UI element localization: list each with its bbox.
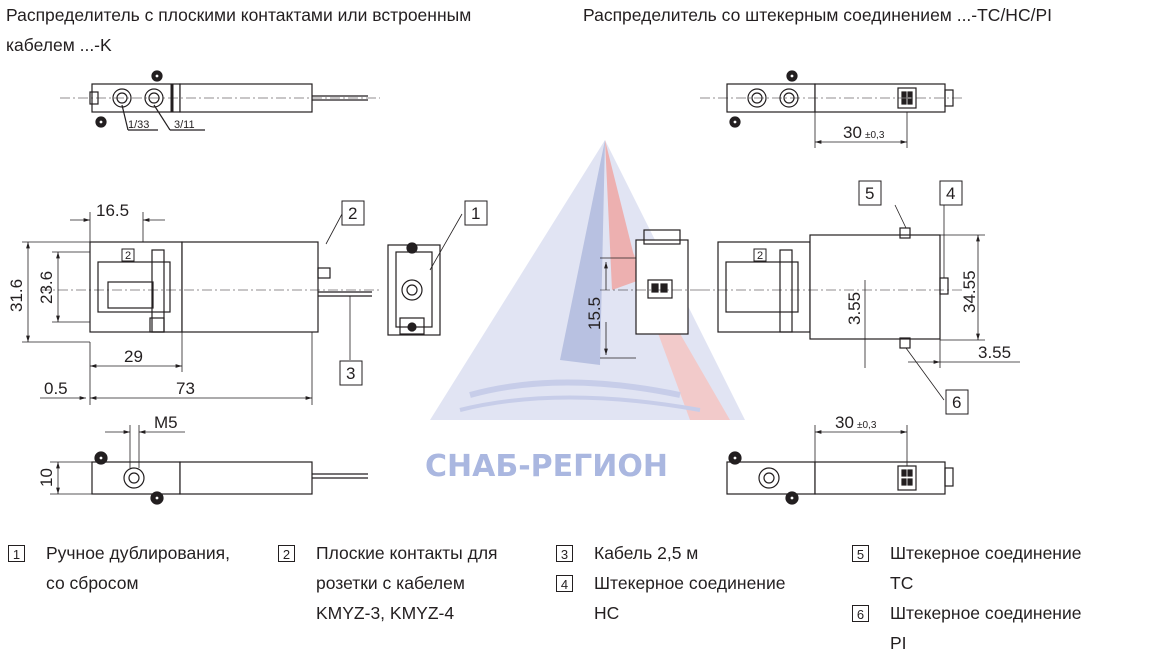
dim-31-6: 31.6 — [7, 279, 26, 312]
dim-15-5: 15.5 — [585, 297, 604, 330]
legend-item-6: 6 Штекерное соединение PI — [852, 598, 1081, 658]
legend-col-3: 3 Кабель 2,5 м 4 Штекерное соединение HC — [556, 538, 785, 628]
heading-left-line1: Распределитель с плоскими контактами или… — [6, 5, 472, 25]
watermark-logo — [430, 140, 745, 420]
legend-item-3: 3 Кабель 2,5 м — [556, 538, 785, 568]
legend-item-1-line2: со сбросом — [46, 573, 139, 593]
callout-4: 4 — [946, 184, 955, 203]
legend-item-4-line2: HC — [594, 603, 620, 623]
callout-2-small-right: 2 — [757, 250, 763, 262]
dim-10: 10 — [37, 468, 56, 487]
legend-item-5: 5 Штекерное соединение TC — [852, 538, 1081, 598]
callout-2-small-left: 2 — [125, 250, 131, 262]
valve-view-front-right — [600, 229, 700, 359]
dim-30-bottom-tolerance: ±0,3 — [857, 420, 877, 431]
watermark-text: СНАБ-РЕГИОН — [425, 449, 668, 484]
legend-number-3: 3 — [556, 545, 573, 562]
dim-34-55: 34.55 — [960, 270, 979, 313]
legend-number-6: 6 — [852, 605, 869, 622]
legend-item-4: 4 Штекерное соединение HC — [556, 568, 785, 628]
dim-29: 29 — [124, 347, 143, 366]
legend-col-2: 2 Плоские контакты для розетки с кабелем… — [278, 538, 498, 628]
heading-left-line2: кабелем ...-K — [6, 35, 112, 55]
dim-3-55-vertical: 3.55 — [845, 292, 864, 325]
dim-0-5: 0.5 — [44, 379, 68, 398]
callout-6: 6 — [952, 393, 961, 412]
valve-view-top-left — [60, 70, 380, 131]
legend-item-3-line1: Кабель 2,5 м — [594, 543, 699, 563]
legend-item-6-line2: PI — [890, 633, 907, 653]
legend-item-5-line1: Штекерное соединение — [890, 543, 1082, 563]
dim-30-top-tolerance: ±0,3 — [865, 130, 885, 141]
valve-view-bottom-left — [50, 425, 368, 505]
dim-73: 73 — [176, 379, 195, 398]
valve-view-front-left — [387, 242, 441, 336]
legend-item-1: 1 Ручное дублирования, со сбросом — [8, 538, 230, 598]
callout-3: 3 — [346, 364, 355, 383]
port-label-1-33: 1/33 — [128, 119, 149, 131]
valve-view-bottom-right — [726, 425, 954, 505]
legend-item-1-line1: Ручное дублирования, — [46, 543, 230, 563]
dim-30-top: 30 — [843, 123, 862, 142]
dim-23-6: 23.6 — [37, 271, 56, 304]
legend-item-2: 2 Плоские контакты для розетки с кабелем… — [278, 538, 498, 628]
valve-view-side-left — [22, 212, 380, 405]
legend-item-2-line3: KMYZ-3, KMYZ-4 — [316, 603, 455, 623]
dim-16-5: 16.5 — [96, 201, 129, 220]
valve-view-top-right — [700, 70, 965, 148]
legend-item-4-line1: Штекерное соединение — [594, 573, 786, 593]
dim-m5: M5 — [154, 413, 178, 432]
dim-30-bottom: 30 — [835, 413, 854, 432]
legend-number-5: 5 — [852, 545, 869, 562]
legend-item-6-line1: Штекерное соединение — [890, 603, 1082, 623]
legend-number-2: 2 — [278, 545, 295, 562]
legend-item-2-line1: Плоские контакты для — [316, 543, 498, 563]
legend-col-1: 1 Ручное дублирования, со сбросом — [8, 538, 230, 598]
legend-number-4: 4 — [556, 575, 573, 592]
callout-2: 2 — [348, 204, 357, 223]
legend-col-4: 5 Штекерное соединение TC 6 Штекерное со… — [852, 538, 1081, 658]
heading-right: Распределитель со штекерным соединением … — [583, 5, 1052, 25]
legend-item-5-line2: TC — [890, 573, 914, 593]
legend-item-2-line2: розетки с кабелем — [316, 573, 465, 593]
legend-number-1: 1 — [8, 545, 25, 562]
callout-5: 5 — [865, 184, 874, 203]
callout-1: 1 — [471, 204, 480, 223]
port-label-3-11: 3/11 — [174, 119, 195, 131]
dim-3-55-horizontal: 3.55 — [978, 343, 1011, 362]
